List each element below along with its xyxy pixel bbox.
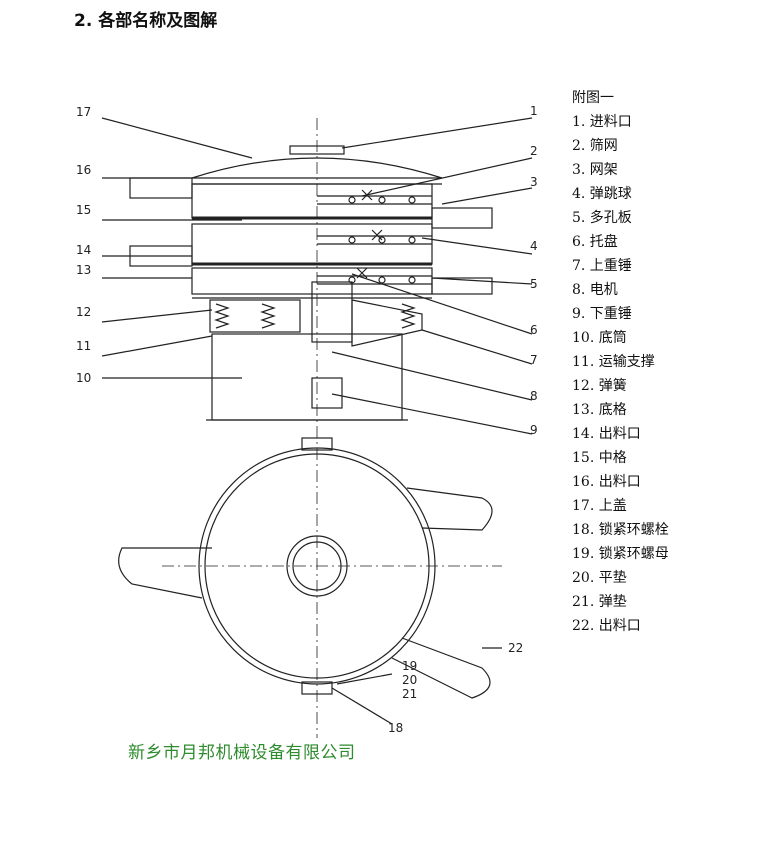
legend-item: 13. 底格: [572, 402, 627, 418]
callout-6: 6: [530, 323, 538, 337]
legend-item: 15. 中格: [572, 450, 627, 466]
callout-20: 20: [402, 673, 417, 687]
parts-legend: 附图一 1. 进料口 2. 筛网 3. 网架 4. 弹跳球 5. 多孔板 6. …: [572, 86, 669, 638]
legend-item: 3. 网架: [572, 162, 618, 178]
legend-item: 19. 锁紧环螺母: [572, 546, 669, 562]
legend-item: 22. 出料口: [572, 618, 641, 634]
section-heading: 2. 各部名称及图解: [74, 11, 218, 31]
sieve-diagram: 1 2 3 4 5 6 7 8 9 10 11 12 13 14 15 16 1…: [76, 104, 538, 738]
callout-4: 4: [530, 239, 538, 253]
legend-item: 21. 弹垫: [572, 594, 627, 610]
callout-11: 11: [76, 339, 91, 353]
callout-2: 2: [530, 144, 538, 158]
callout-16: 16: [76, 163, 91, 177]
callout-22: 22: [508, 641, 523, 655]
company-name: 新乡市月邦机械设备有限公司: [128, 743, 356, 763]
callout-7: 7: [530, 353, 538, 367]
legend-item: 14. 出料口: [572, 426, 641, 442]
legend-item: 18. 锁紧环螺栓: [572, 522, 669, 538]
legend-item: 7. 上重锤: [572, 258, 632, 274]
legend-item: 17. 上盖: [572, 498, 627, 514]
legend-item: 10. 底筒: [572, 330, 627, 346]
callout-3: 3: [530, 175, 538, 189]
callout-5: 5: [530, 277, 538, 291]
callout-21: 21: [402, 687, 417, 701]
callout-8: 8: [530, 389, 538, 403]
callout-13: 13: [76, 263, 91, 277]
legend-item: 8. 电机: [572, 282, 618, 298]
callout-1: 1: [530, 104, 538, 118]
legend-item: 9. 下重锤: [572, 306, 632, 322]
callout-14: 14: [76, 243, 91, 257]
callout-15: 15: [76, 203, 91, 217]
callout-9: 9: [530, 423, 538, 437]
callout-17: 17: [76, 105, 91, 119]
legend-item: 12. 弹簧: [572, 378, 627, 394]
legend-item: 11. 运输支撑: [572, 354, 655, 370]
callout-10: 10: [76, 371, 91, 385]
legend-title: 附图一: [572, 90, 614, 106]
legend-item: 20. 平垫: [572, 570, 627, 586]
legend-item: 5. 多孔板: [572, 210, 632, 226]
legend-item: 6. 托盘: [572, 234, 618, 250]
callout-18: 18: [388, 721, 403, 735]
legend-item: 16. 出料口: [572, 474, 641, 490]
legend-item: 4. 弹跳球: [572, 186, 632, 202]
callout-19: 19: [402, 659, 417, 673]
callout-12: 12: [76, 305, 91, 319]
legend-item: 2. 筛网: [572, 138, 618, 154]
legend-item: 1. 进料口: [572, 114, 632, 130]
